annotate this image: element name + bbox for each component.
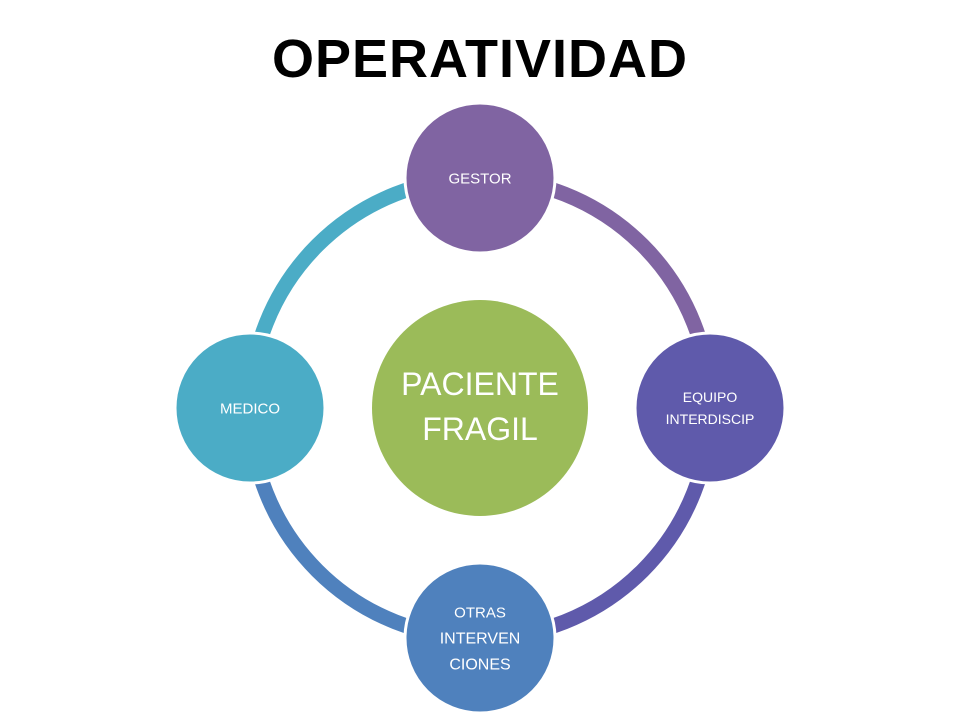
node-otras-label-line-2: INTERVEN (440, 631, 521, 648)
node-otras-label-line-1: OTRAS (454, 605, 506, 622)
outer-nodes: GESTOR EQUIPO INTERDISCIP OTRAS INTERVEN CION… (173, 101, 787, 715)
node-gestor: GESTOR (403, 101, 557, 255)
node-equipo-label-line-2: INTERDISCIP (666, 411, 755, 427)
node-gestor-label-line-1: GESTOR (448, 170, 511, 187)
node-equipo-label-line-1: EQUIPO (683, 389, 738, 405)
node-medico-label-line-1: MEDICO (220, 400, 280, 417)
node-otras-label-line-3: CIONES (449, 657, 510, 674)
node-medico: MEDICO (173, 331, 327, 485)
center-node: PACIENTE FRAGIL (372, 300, 588, 516)
center-label-line-1: PACIENTE (401, 366, 559, 402)
node-equipo: EQUIPO INTERDISCIP (633, 331, 787, 485)
node-otras: OTRAS INTERVEN CIONES (403, 561, 557, 715)
center-circle (372, 300, 588, 516)
node-equipo-circle (633, 331, 787, 485)
slide-title: OPERATIVIDAD (271, 29, 689, 89)
node-medico-circle (173, 331, 327, 485)
node-otras-circle (403, 561, 557, 715)
node-gestor-circle (403, 101, 557, 255)
center-label-line-2: FRAGIL (422, 411, 538, 447)
